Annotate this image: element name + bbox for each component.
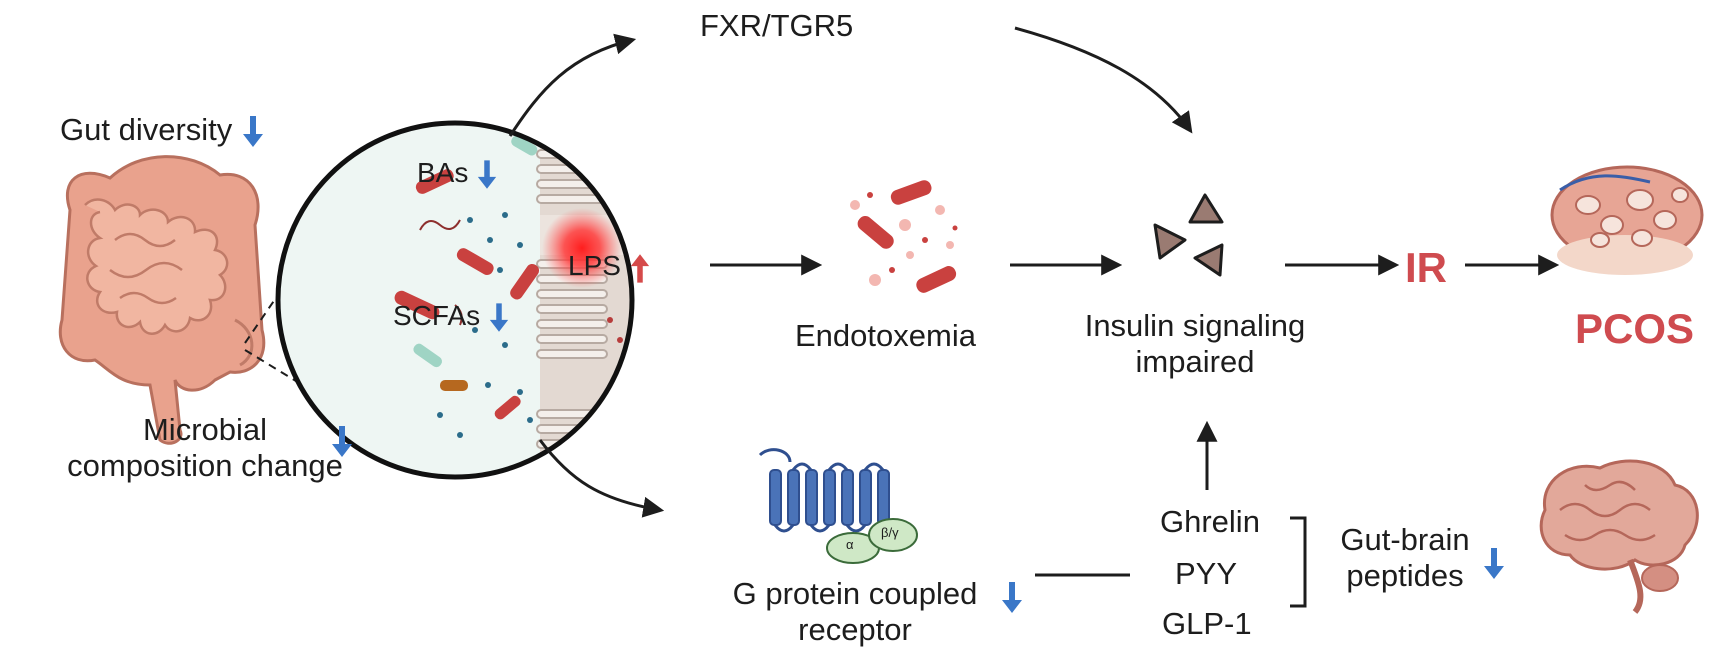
down-arrow-icon <box>332 426 352 457</box>
g-betagamma-label: β/γ <box>881 525 899 540</box>
bas-label: BAs <box>417 157 498 190</box>
pyy-label: PYY <box>1175 556 1238 591</box>
ghrelin-label: Ghrelin <box>1160 504 1260 539</box>
down-arrow-icon <box>1484 548 1504 579</box>
scfas-label: SCFAs <box>393 300 510 333</box>
down-arrow-icon <box>242 115 263 147</box>
bacteria-icon <box>394 135 540 420</box>
microbial-label: Microbial composition change <box>40 412 370 483</box>
endotoxemia-bacteria-icon <box>850 180 958 293</box>
down-arrow-icon <box>1002 582 1022 613</box>
arrow-to-fxr <box>508 33 637 137</box>
insulin-signaling-label: Insulin signaling impaired <box>1030 308 1360 379</box>
gut-diversity-text: Gut diversity <box>60 112 233 147</box>
down-arrow-icon <box>489 302 509 332</box>
gpcr-line2: receptor <box>798 611 912 647</box>
insulin-line1: Insulin signaling <box>1084 308 1306 343</box>
microbial-line1: Microbial <box>142 412 268 447</box>
triangle-molecules-icon <box>1153 193 1224 277</box>
gutbrain-line2: peptides <box>1346 557 1464 593</box>
microbial-line2: composition change <box>67 447 343 483</box>
intestine-icon <box>58 155 266 445</box>
peptides-bracket <box>1290 516 1307 608</box>
arrow-to-gpcr <box>538 439 665 518</box>
ovary-icon <box>1550 165 1704 275</box>
insulin-line2: impaired <box>1135 343 1255 379</box>
lps-text: LPS <box>568 250 621 281</box>
gpcr-icon <box>758 448 918 564</box>
gpcr-line1: G protein coupled <box>732 576 978 611</box>
g-alpha-label: α <box>846 537 854 552</box>
scfas-text: SCFAs <box>393 300 481 331</box>
gutbrain-line1: Gut-brain <box>1340 522 1470 557</box>
endotoxemia-label: Endotoxemia <box>795 318 976 353</box>
pcos-label: PCOS <box>1575 305 1695 352</box>
bas-text: BAs <box>417 157 469 188</box>
gut-brain-label: Gut-brain peptides <box>1325 522 1485 593</box>
lps-label: LPS <box>568 250 651 283</box>
down-arrow-icon <box>477 159 497 189</box>
gpcr-label: G protein coupled receptor <box>690 576 1020 647</box>
glp1-label: GLP-1 <box>1162 606 1252 641</box>
gut-diversity-label: Gut diversity <box>60 112 265 148</box>
arrow-fxr-to-insulin <box>1014 26 1193 134</box>
fxr-tgr5-label: FXR/TGR5 <box>700 8 854 43</box>
brain-icon <box>1539 459 1699 614</box>
up-arrow-icon <box>630 253 649 283</box>
ir-label: IR <box>1405 244 1447 291</box>
